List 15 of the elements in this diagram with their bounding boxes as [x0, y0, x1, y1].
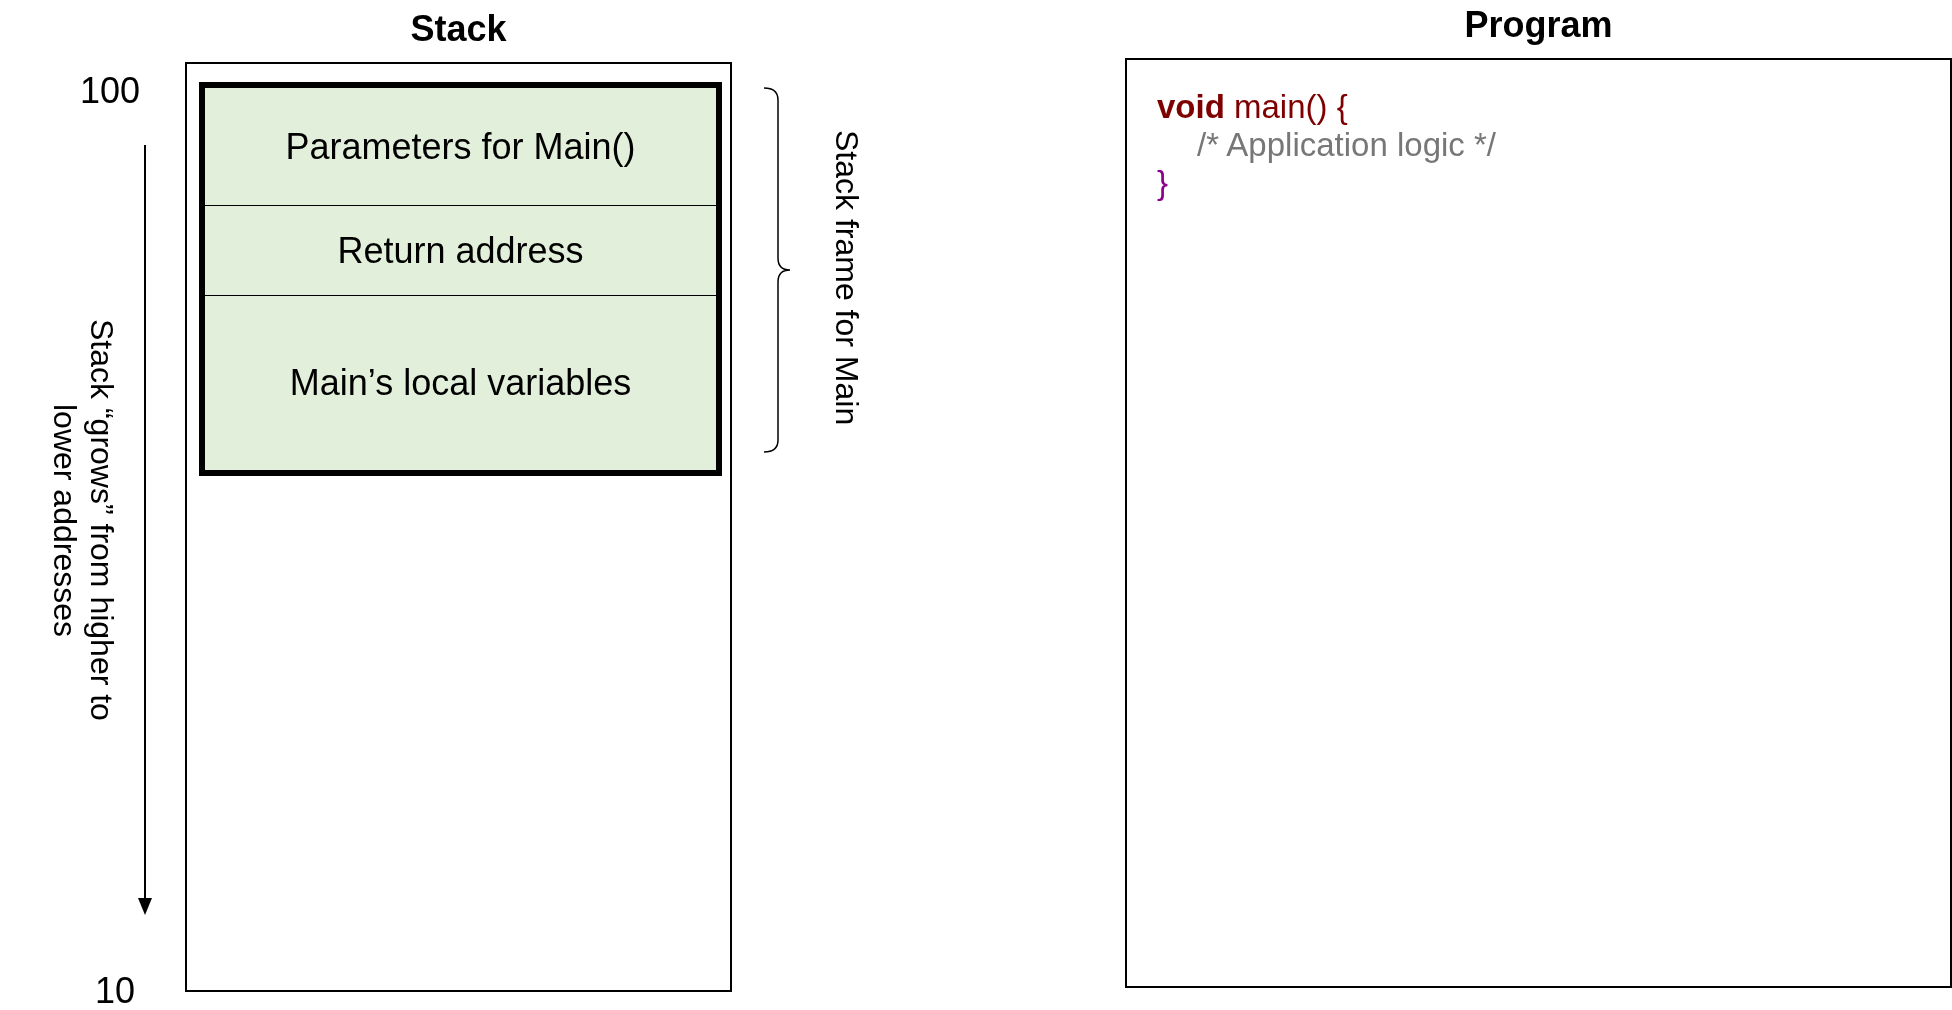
panel-title: Program	[1463, 4, 1614, 46]
slot-label: Main’s local variables	[289, 362, 632, 404]
program-panel	[1125, 58, 1952, 988]
address-label: 10	[95, 970, 136, 1010]
panel-title: Stack	[409, 8, 508, 50]
code-line: void main() {	[1157, 88, 1348, 126]
stack-frame-box	[199, 82, 722, 476]
code-line: /* Application logic */	[1197, 126, 1496, 164]
axis-caption: Stack “grows” from higher to lower addresses	[46, 318, 120, 723]
bracket-caption: Stack frame for Main	[828, 128, 865, 428]
slot-label: Return address	[337, 229, 584, 272]
stack-panel	[185, 62, 732, 992]
slot-label: Parameters for Main()	[285, 125, 636, 168]
code-line: }	[1157, 164, 1169, 202]
address-label: 100	[80, 70, 141, 112]
